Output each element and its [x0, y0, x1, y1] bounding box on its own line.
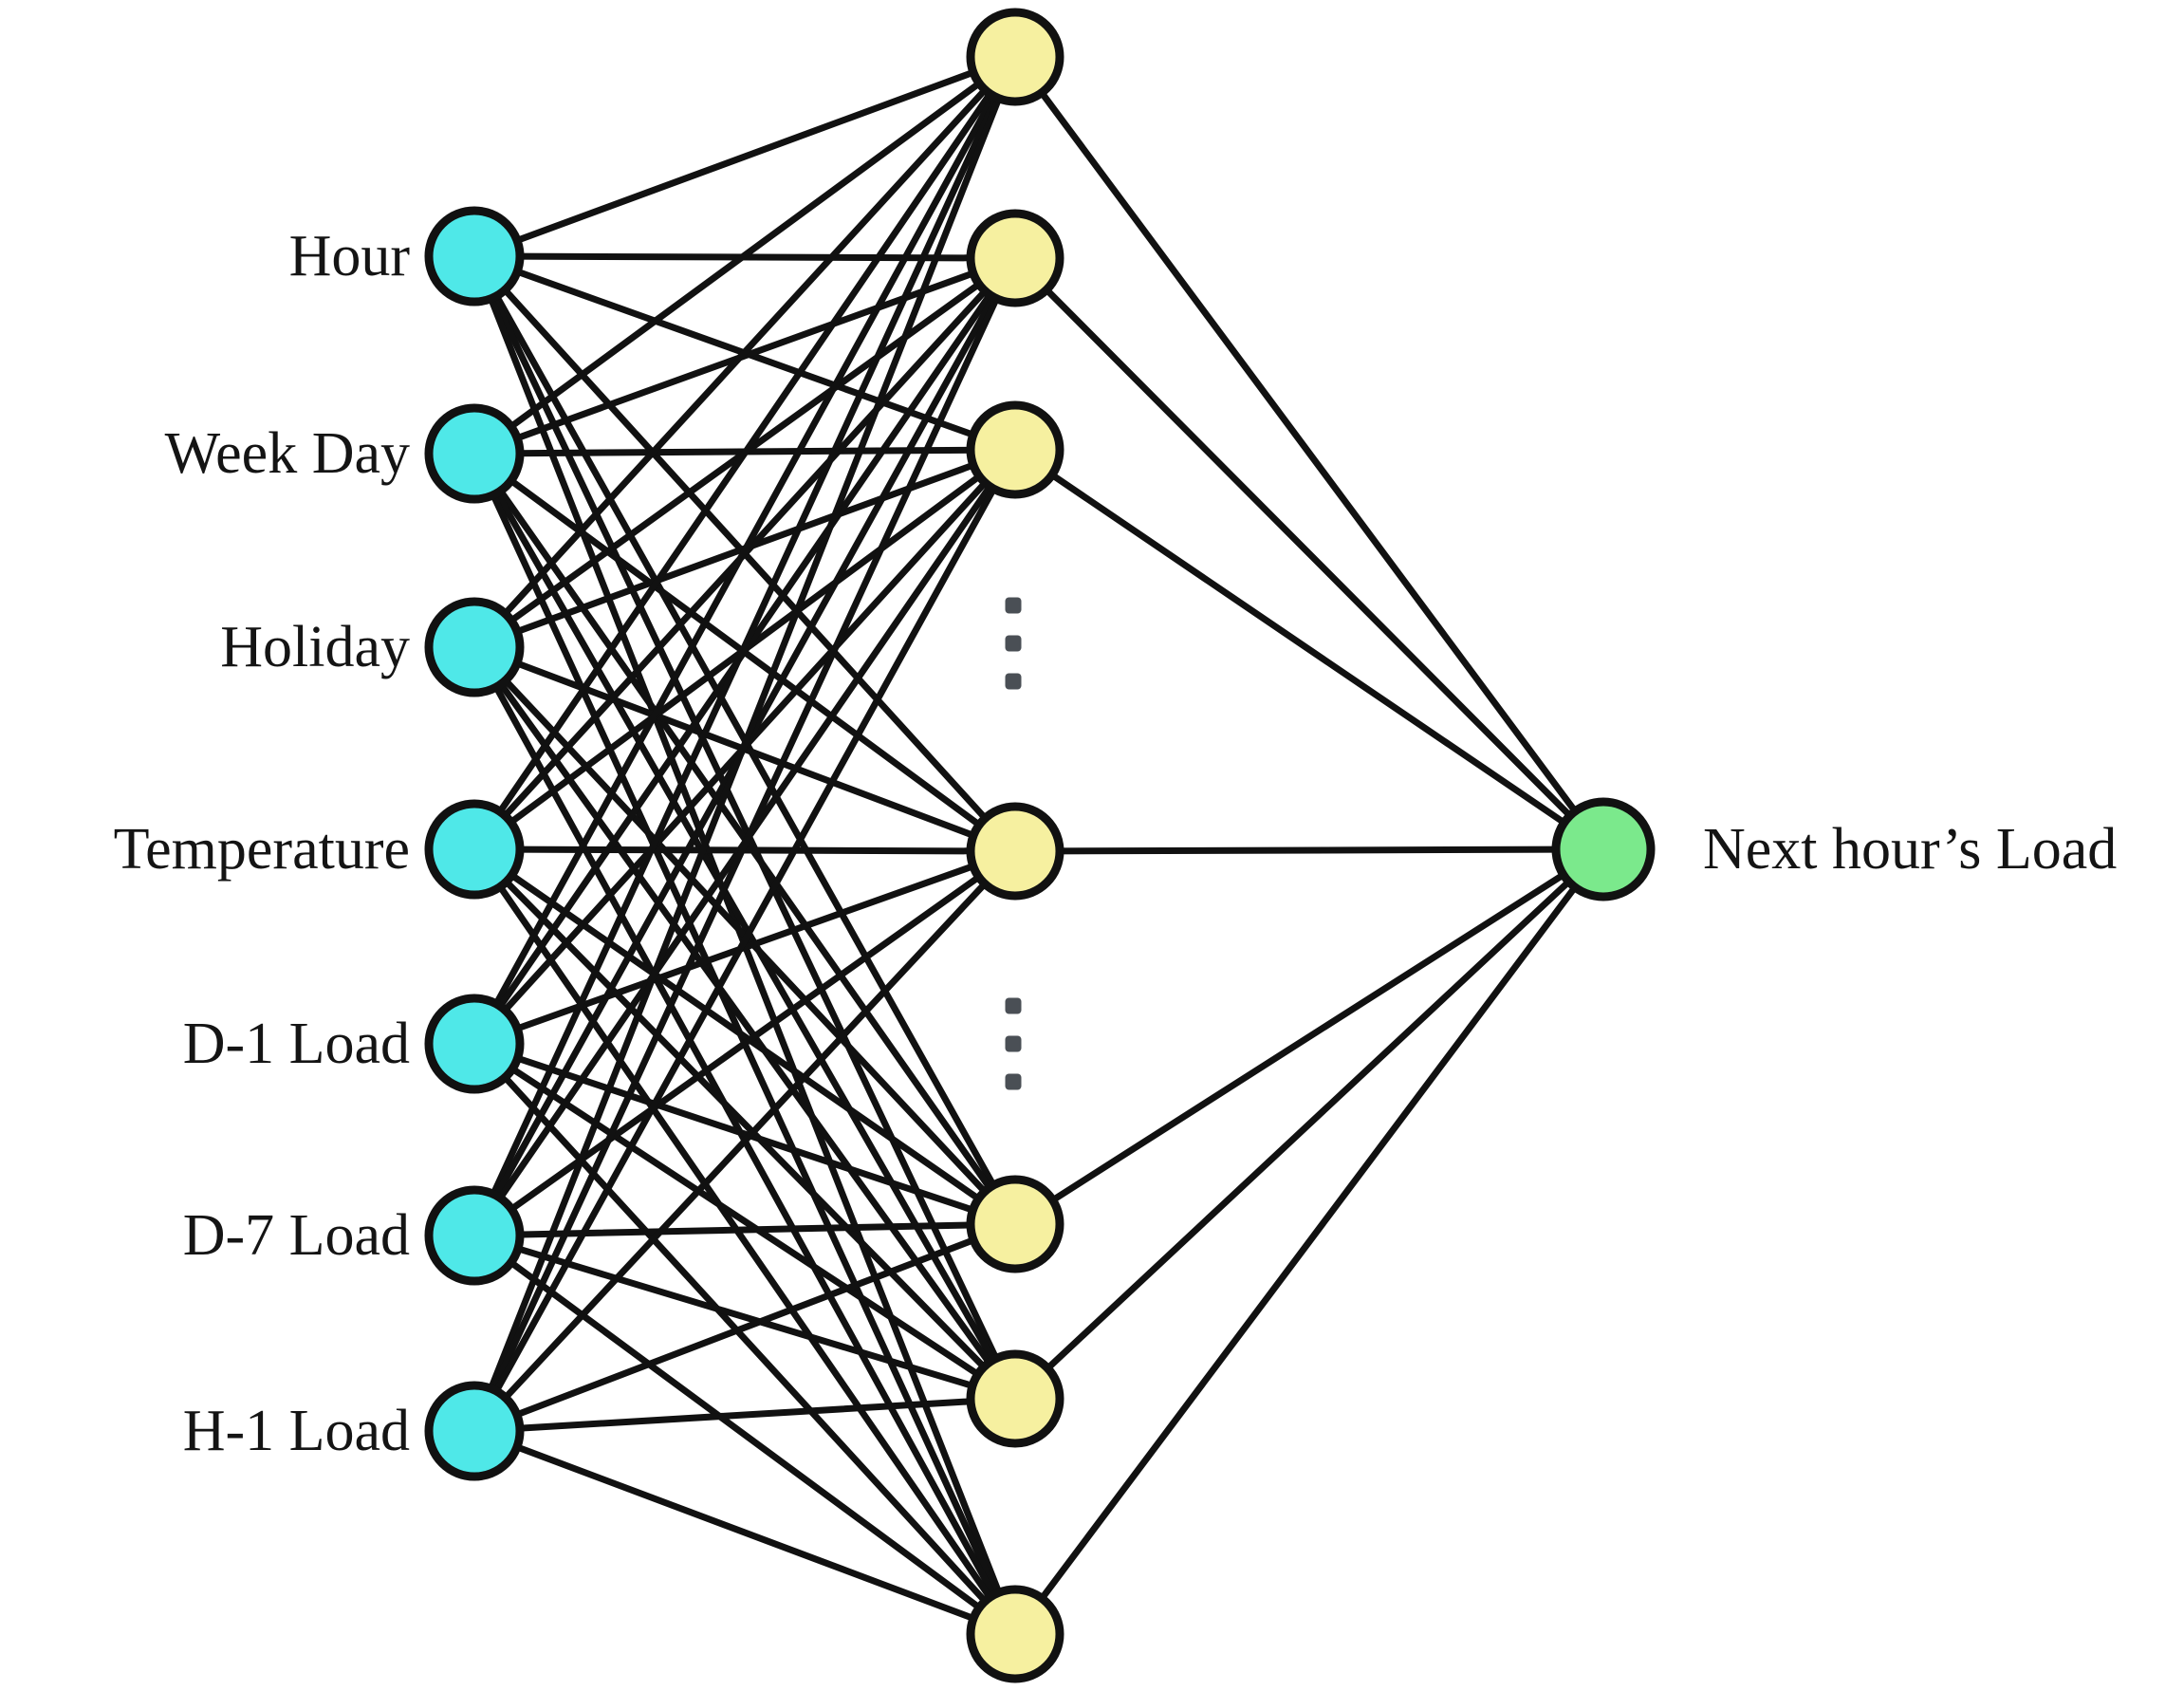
- input-label-week-day: Week Day: [164, 421, 410, 486]
- edge-input-hidden: [486, 91, 1004, 1396]
- edge-input-hidden: [504, 77, 986, 433]
- edges-input-to-hidden: [486, 67, 1004, 1624]
- edge-input-hidden: [510, 1244, 980, 1391]
- ellipsis-dot: [1005, 597, 1022, 614]
- input-label-hour: Hour: [288, 224, 410, 288]
- hidden-node[interactable]: [966, 209, 1064, 307]
- edge-input-hidden: [512, 1221, 978, 1238]
- hidden-node[interactable]: [966, 400, 1064, 499]
- edge-hidden-output: [1046, 869, 1570, 1206]
- edge-input-hidden: [505, 869, 986, 1205]
- hidden-node[interactable]: [966, 1349, 1064, 1448]
- input-node[interactable]: [424, 206, 525, 307]
- edge-input-hidden: [500, 875, 990, 1373]
- edge-input-hidden: [499, 877, 991, 1404]
- ellipsis-dot: [1005, 673, 1022, 690]
- edge-input-hidden: [509, 1441, 981, 1624]
- hidden-node[interactable]: [966, 802, 1064, 901]
- output-layer-nodes: [1551, 797, 1656, 901]
- edge-input-hidden: [509, 67, 981, 246]
- ellipsis-dots: [1005, 597, 1022, 1090]
- edge-hidden-output: [1041, 875, 1575, 1375]
- input-node[interactable]: [424, 403, 525, 504]
- edge-input-hidden: [491, 486, 999, 1367]
- input-label-h-1-load: H-1 Load: [182, 1399, 410, 1463]
- input-label-d-7-load: D-7 Load: [182, 1203, 410, 1268]
- edge-hidden-output: [1052, 846, 1564, 855]
- hidden-layer-nodes: [966, 8, 1064, 1683]
- input-layer-nodes: [424, 206, 525, 1481]
- ellipsis-dot: [1005, 997, 1022, 1014]
- edge-input-hidden: [488, 291, 1002, 1397]
- input-node[interactable]: [424, 597, 525, 697]
- input-node[interactable]: [424, 1185, 525, 1286]
- ellipsis-dot: [1005, 1035, 1022, 1052]
- edge-hidden-output: [1040, 283, 1577, 822]
- edge-input-hidden: [495, 678, 995, 1369]
- edge-input-hidden: [494, 87, 996, 819]
- input-node[interactable]: [424, 1381, 525, 1481]
- edge-hidden-output: [1046, 469, 1571, 828]
- edge-input-hidden: [490, 89, 999, 1011]
- hidden-node[interactable]: [966, 1175, 1064, 1273]
- edge-input-hidden: [494, 880, 996, 1605]
- edge-input-hidden: [506, 1063, 985, 1380]
- input-label-d-1-load: D-1 Load: [182, 1012, 410, 1076]
- output-node[interactable]: [1551, 797, 1656, 901]
- edge-input-hidden: [509, 861, 980, 1033]
- input-label-holiday: Holiday: [220, 615, 410, 679]
- hidden-node[interactable]: [966, 1585, 1064, 1683]
- edge-input-hidden: [505, 871, 986, 1216]
- edge-input-hidden: [509, 1235, 981, 1420]
- input-label-temperature: Temperature: [113, 817, 410, 882]
- input-node[interactable]: [424, 994, 525, 1094]
- edge-hidden-output: [1036, 881, 1581, 1606]
- output-label-next-hours-load: Next hour’s Load: [1703, 817, 2118, 882]
- edge-input-hidden: [499, 84, 991, 621]
- edge-input-hidden: [490, 482, 999, 1398]
- edge-input-hidden: [489, 290, 1002, 1366]
- input-node[interactable]: [424, 799, 525, 900]
- ellipsis-dot: [1005, 635, 1022, 652]
- edge-input-hidden: [512, 1398, 978, 1432]
- edge-hidden-output: [1036, 86, 1582, 818]
- edge-input-hidden: [510, 1053, 980, 1215]
- edge-input-hidden: [504, 1256, 986, 1613]
- hidden-node[interactable]: [966, 8, 1064, 106]
- ellipsis-dot: [1005, 1073, 1022, 1090]
- edges-hidden-to-output: [1036, 86, 1582, 1606]
- edge-input-hidden: [488, 90, 1002, 1201]
